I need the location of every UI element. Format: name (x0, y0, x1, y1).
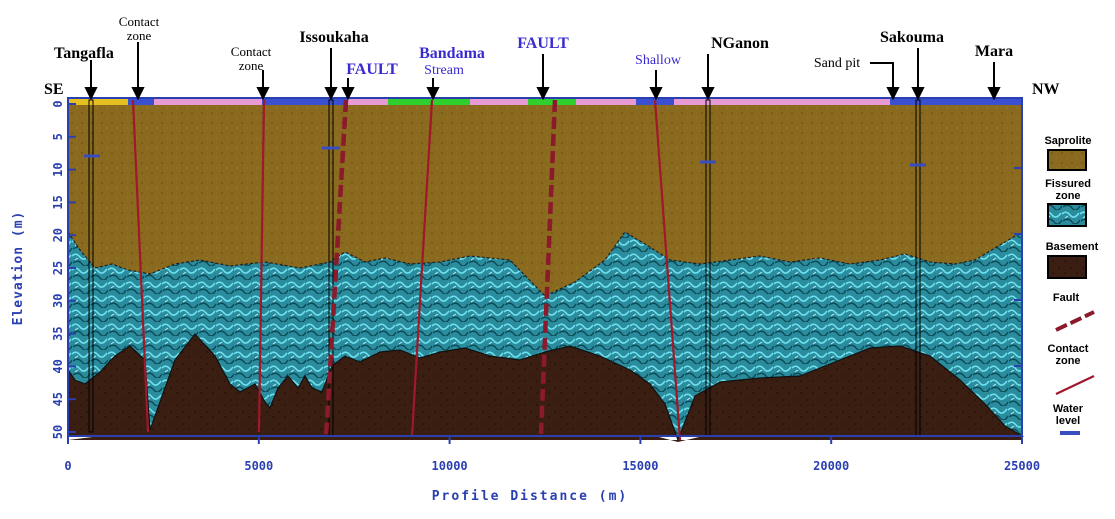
legend-contact-label-2: zone (1055, 355, 1080, 367)
label-fault-2: FAULT (517, 35, 569, 52)
legend-saprolite-label: Saprolite (1044, 135, 1091, 147)
label-fault-1: FAULT (346, 61, 398, 78)
x-tick-label: 10000 (432, 459, 468, 473)
legend-fissured-label-1: Fissured (1045, 178, 1091, 190)
fault-lines (323, 99, 558, 439)
label-contact-zone-2b: zone (239, 58, 264, 73)
y-tick-label: 50 (51, 425, 65, 439)
label-mara: Mara (975, 43, 1013, 60)
contact-zone-lines (131, 99, 682, 441)
x-tick-label: 15000 (622, 459, 658, 473)
label-arrows (84, 42, 1001, 101)
legend-basement-label: Basement (1046, 241, 1099, 253)
legend-contact-label-1: Contact (1048, 343, 1089, 355)
label-sand-pit: Sand pit (814, 56, 860, 71)
legend-water-label-1: Water (1053, 403, 1084, 415)
label-shallow: Shallow (635, 53, 682, 68)
y-tick-label: 25 (51, 261, 65, 275)
label-issoukaha: Issoukaha (299, 29, 368, 46)
x-tick-label: 25000 (1004, 459, 1040, 473)
y-tick-label: 40 (51, 359, 65, 373)
y-tick-label: 30 (51, 294, 65, 308)
y-tick-label: 0 (51, 100, 65, 107)
legend-saprolite-swatch (1047, 149, 1087, 171)
direction-nw: NW (1032, 81, 1060, 98)
y-tick-label: 20 (51, 228, 65, 242)
x-tick-label: 5000 (244, 459, 273, 473)
legend-fissured-swatch (1047, 203, 1087, 227)
label-sakouma: Sakouma (880, 29, 944, 46)
legend: Saprolite Fissured zone Basement Fault C… (1044, 135, 1099, 435)
legend-fissured-label-2: zone (1055, 190, 1080, 202)
x-axis: 0 5000 10000 15000 20000 25000 (64, 436, 1040, 473)
legend-contact-symbol (1055, 375, 1095, 395)
y-tick-label: 10 (51, 162, 65, 176)
y-axis-title: Elevation (m) (11, 211, 26, 326)
y-axis: 0 5 10 15 20 25 30 35 40 45 50 (51, 100, 76, 439)
x-tick-label: 0 (64, 459, 71, 473)
label-contact-zone-1a: Contact (119, 14, 160, 29)
label-tangafla: Tangafla (54, 45, 114, 62)
direction-se: SE (44, 81, 64, 98)
label-contact-zone-2a: Contact (231, 44, 272, 59)
legend-fault-symbol (1055, 310, 1095, 332)
legend-water-label-2: level (1056, 415, 1080, 427)
label-contact-zone-1b: zone (127, 28, 152, 43)
label-stream: Stream (424, 63, 464, 78)
y-tick-label: 35 (51, 326, 65, 340)
right-axis-ticks (1014, 167, 1022, 367)
x-axis-title: Profile Distance (m) (432, 489, 629, 504)
legend-basement-swatch (1047, 255, 1087, 279)
x-tick-label: 20000 (813, 459, 849, 473)
basement-layer (67, 333, 1025, 442)
label-bandama: Bandama (419, 45, 485, 62)
y-tick-label: 45 (51, 392, 65, 406)
y-tick-label: 5 (51, 133, 65, 140)
y-tick-label: 15 (51, 195, 65, 209)
legend-fault-label: Fault (1053, 292, 1080, 304)
water-level-marks (84, 146, 926, 167)
label-nganon: NGanon (711, 35, 769, 52)
